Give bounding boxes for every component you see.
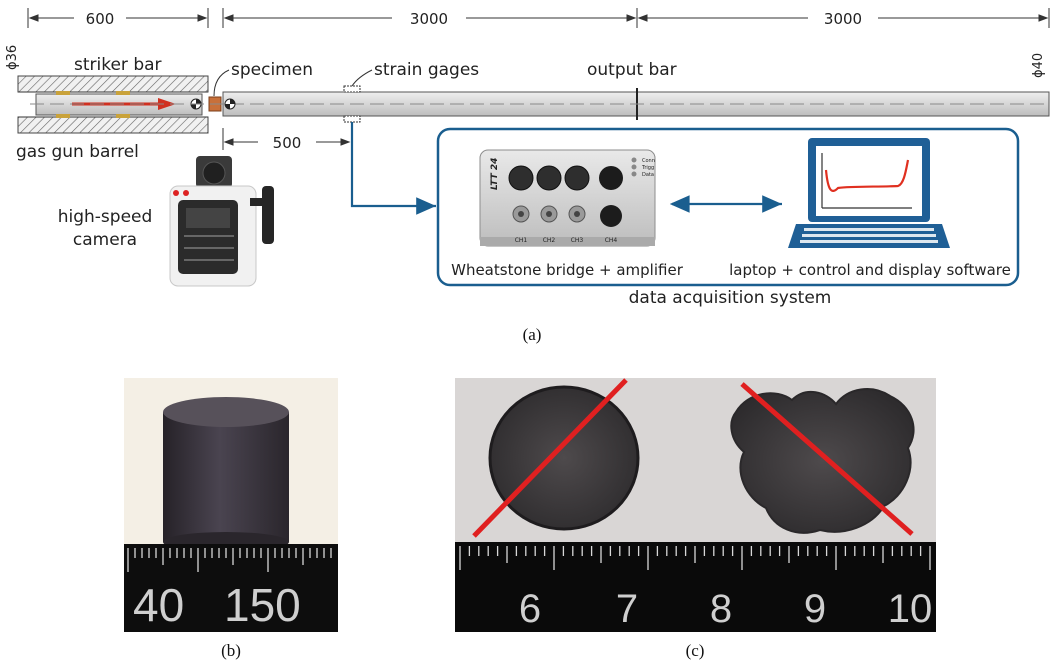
dim-input-bar-length: 3000: [410, 10, 448, 28]
gas-gun-barrel: [17, 75, 209, 134]
striker-arrow-icon: [158, 98, 176, 110]
label-amplifier: Wheatstone bridge + amplifier: [451, 261, 684, 279]
ruler-c-number-6: 6: [519, 587, 541, 631]
strain-gage-leader: [351, 69, 373, 87]
dim-gage-distance: 500: [273, 134, 302, 152]
label-camera-line2: camera: [73, 230, 137, 250]
caption-b: (b): [221, 641, 241, 660]
intact-fragment: [488, 385, 640, 531]
specimen-leader: [213, 69, 230, 97]
caption-c: (c): [686, 641, 705, 660]
label-specimen: specimen: [231, 60, 313, 80]
ruler-c-ticks: [459, 546, 931, 570]
cross-line-left: [472, 378, 628, 538]
caption-a: (a): [523, 325, 542, 344]
ruler-c-number-8: 8: [710, 587, 732, 631]
curve-icon: [824, 159, 910, 192]
incident-and-output-bars: [30, 88, 1050, 120]
device-indicator-3: Data: [642, 172, 654, 178]
ruler-c-number-10: 10: [888, 587, 933, 631]
label-strain-gages: strain gages: [374, 60, 479, 80]
high-speed-camera-icon: [169, 156, 274, 287]
cylinder-specimen: [163, 397, 289, 552]
panel-c: 6 7 8 9 10 (c): [455, 378, 936, 660]
device-channel-4: CH4: [605, 237, 618, 244]
device-indicator-1: Conn: [642, 158, 655, 164]
device-brand: LTT 24: [490, 158, 500, 190]
label-output-bar: output bar: [587, 60, 677, 80]
daq-frame: [436, 127, 1020, 287]
cross-line-right: [740, 382, 914, 536]
ruler-b-number-40: 40: [133, 579, 184, 631]
dim-striker-diameter: ϕ36: [5, 45, 20, 70]
label-camera-line1: high-speed: [58, 207, 153, 227]
laptop-icon: [788, 138, 950, 248]
label-laptop: laptop + control and display software: [729, 261, 1011, 279]
label-striker-bar: striker bar: [74, 55, 162, 75]
dim-striker-length: 600: [86, 10, 115, 28]
label-daq: data acquisition system: [629, 288, 832, 308]
amplifier-device: [479, 149, 656, 247]
panel-a: 600 3000 3000 500 ϕ36 ϕ40: [5, 8, 1050, 344]
dimension-lines: [27, 8, 1050, 150]
ruler-b-ticks: [127, 548, 332, 572]
ruler-b-number-150: 150: [224, 579, 301, 631]
ruler-c-number-9: 9: [804, 587, 826, 631]
device-channel-3: CH3: [571, 237, 584, 244]
device-indicator-2: Trigg: [641, 165, 654, 171]
dim-bar-diameter: ϕ40: [1031, 53, 1046, 78]
signal-cable-line: [350, 122, 436, 215]
panel-b: 40 150 (b): [124, 378, 338, 660]
label-gas-gun-barrel: gas gun barrel: [16, 142, 139, 162]
ruler-b: [124, 544, 338, 632]
device-channel-2: CH2: [543, 237, 556, 244]
connector-icon: [508, 165, 623, 227]
dim-output-bar-length: 3000: [824, 10, 862, 28]
ruler-c-number-7: 7: [616, 587, 638, 631]
device-channel-1: CH1: [515, 237, 528, 244]
